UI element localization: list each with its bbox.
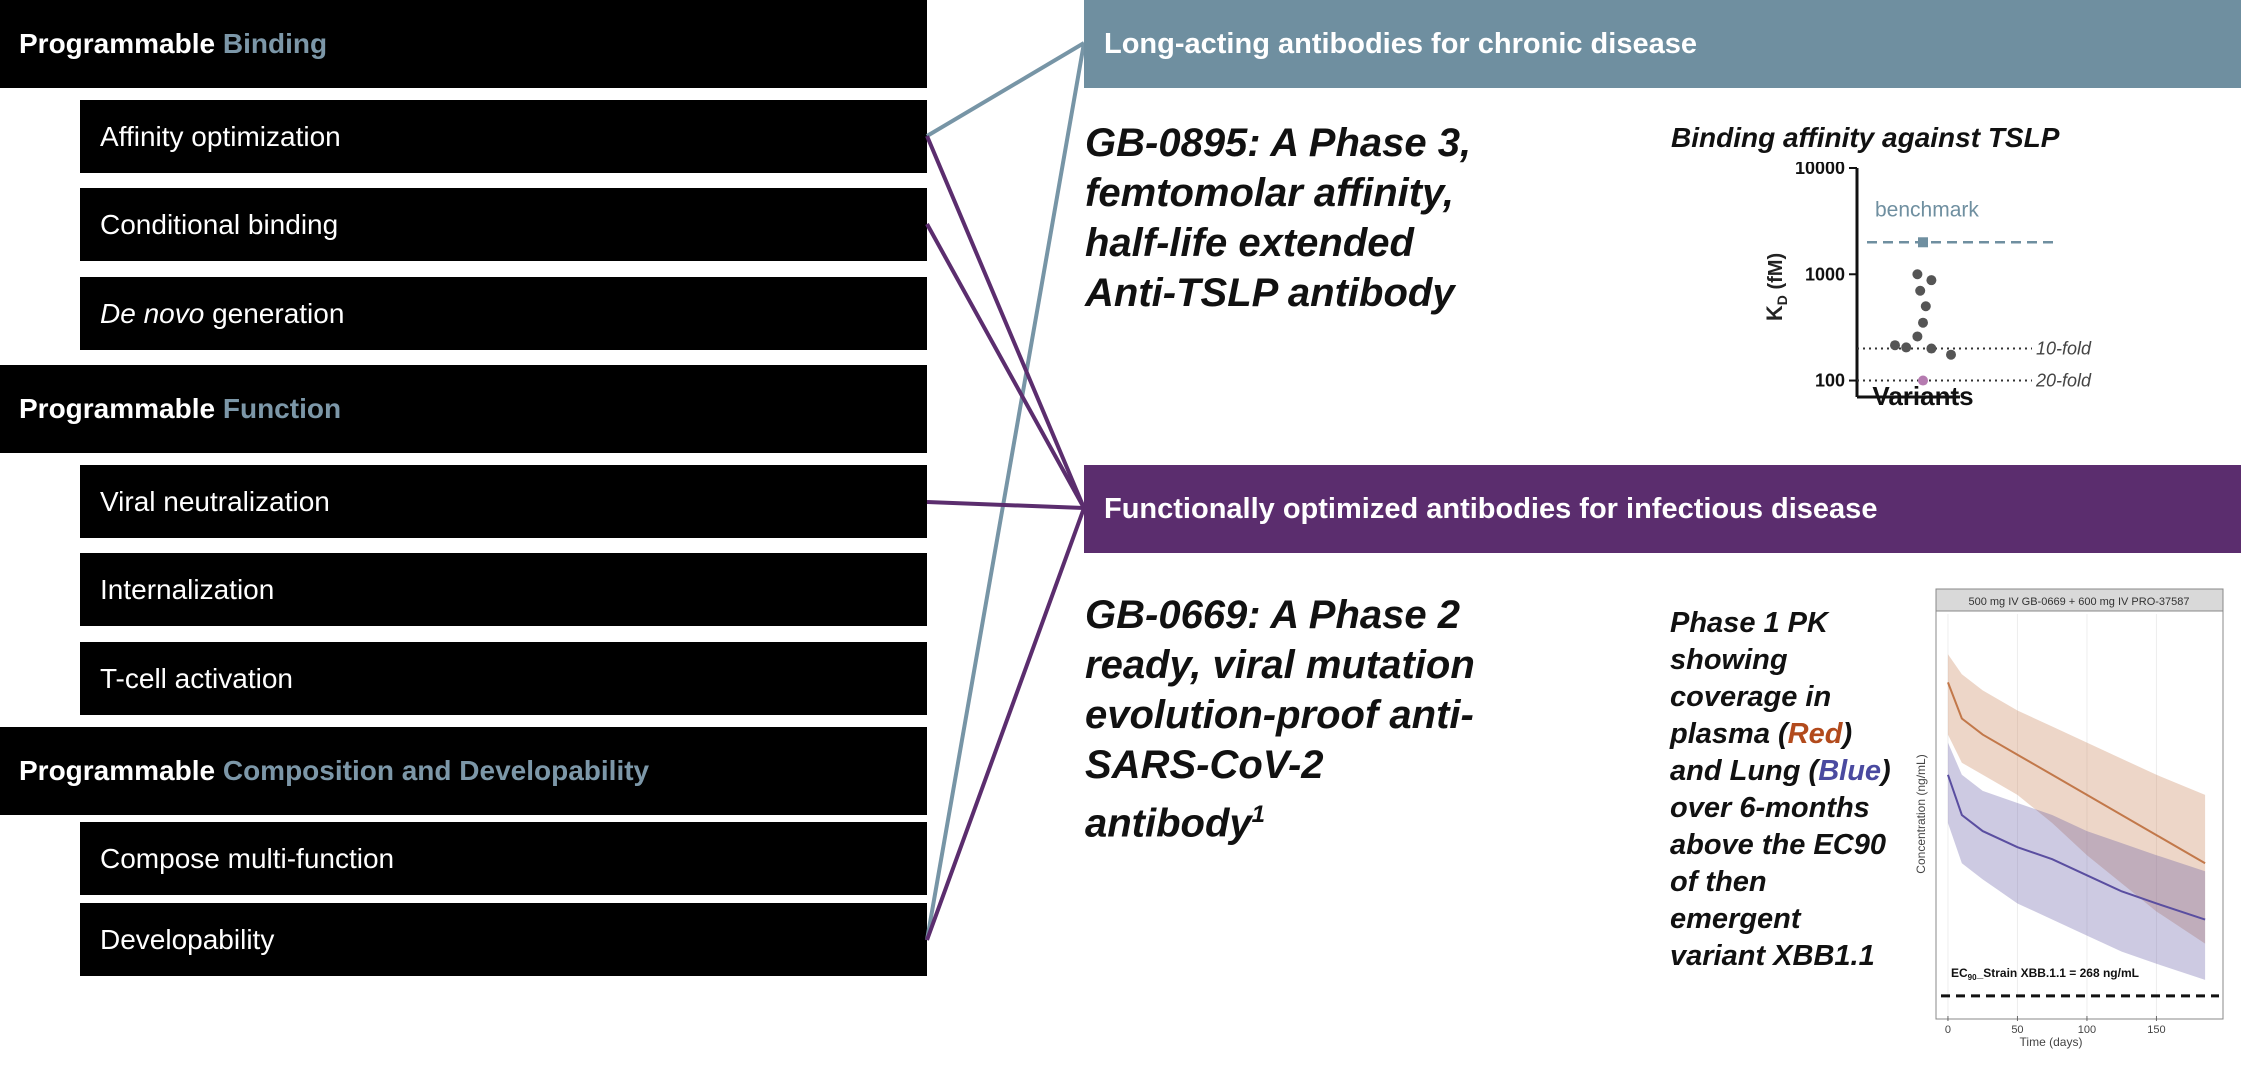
- tslp-data-point: [1918, 317, 1928, 328]
- item-label: generation: [212, 297, 345, 329]
- pk-line: of then: [1670, 866, 1767, 898]
- pk-ylabel: Concentration (ng/mL): [1914, 754, 1928, 873]
- pk-x-tick-label: 150: [2147, 1024, 2165, 1036]
- tslp-data-point: [1915, 285, 1926, 296]
- item-compose-multi-function: Compose multi-function: [80, 822, 927, 895]
- connector-developability-to-infectious: [925, 507, 1086, 941]
- tslp-benchmark-label: benchmark: [1875, 198, 1979, 221]
- tslp-reference-label: 10-fold: [2036, 339, 2092, 359]
- pk-x-tick-label: 100: [2078, 1024, 2096, 1036]
- section-accent: Function: [222, 393, 342, 424]
- item-label: Conditional binding: [100, 208, 339, 240]
- pk-confidence-band: [1947, 742, 2206, 980]
- item-developability: Developability: [80, 903, 927, 976]
- pk-line: variant XBB1.1: [1670, 940, 1875, 972]
- item-t-cell-activation: T-cell activation: [80, 642, 927, 715]
- pk-confidence-band: [1947, 654, 2206, 944]
- pk-blue-word: Blue: [1818, 755, 1882, 787]
- pk-line: Phase 1 PK: [1670, 607, 1828, 639]
- section-prefix: Programmable: [19, 393, 216, 424]
- item-label: Internalization: [100, 573, 275, 605]
- footnote-marker: 1: [1251, 801, 1266, 828]
- tslp-data-point: [1901, 342, 1912, 353]
- item-label: Viral neutralization: [100, 485, 330, 517]
- pk-line: coverage in: [1670, 681, 1832, 713]
- pk-line: emergent: [1670, 903, 1801, 935]
- pk-series-line: [1947, 774, 2206, 921]
- pk-line: showing: [1670, 644, 1788, 676]
- section-header-function: Programmable Function: [0, 365, 927, 453]
- item-label: T-cell activation: [100, 662, 293, 694]
- tslp-y-tick-label: 10000: [1795, 162, 1845, 178]
- pk-chart: 500 mg IV GB-0669 + 600 mg IV PRO-37587 …: [1914, 588, 2224, 1049]
- infectious-title: GB-0669: A Phase 2 ready, viral mutation…: [1085, 590, 1475, 848]
- section-header-composition: Programmable Composition and Developabil…: [0, 727, 927, 815]
- connector-conditional-to-infectious: [925, 223, 1086, 509]
- pk-line: and Lung (Blue): [1670, 755, 1891, 787]
- section-header-binding: Programmable Binding: [0, 0, 927, 88]
- tslp-data-point: [1926, 275, 1937, 286]
- title-line: antibody1: [1085, 801, 1266, 846]
- title-line: ready, viral mutation: [1085, 643, 1475, 687]
- section-accent: Binding: [222, 28, 328, 59]
- pk-line: above the EC90: [1670, 829, 1886, 861]
- item-label: Developability: [100, 923, 275, 955]
- item-viral-neutralization: Viral neutralization: [80, 465, 927, 538]
- title-line: half-life extended: [1085, 221, 1414, 265]
- tslp-data-point: [1946, 349, 1956, 360]
- title-line: SARS-CoV-2: [1085, 743, 1324, 787]
- pk-description: Phase 1 PK showing coverage in plasma (R…: [1670, 605, 1891, 975]
- tslp-data-point: [1926, 343, 1937, 354]
- connector-developability-to-chronic: [925, 42, 1086, 941]
- connector-affinity-to-infectious: [925, 135, 1086, 509]
- tslp-chart-title: Binding affinity against TSLP: [1671, 122, 2060, 153]
- pk-panel-title: 500 mg IV GB-0669 + 600 mg IV PRO-37587: [1968, 596, 2189, 608]
- pk-line: plasma (Red): [1670, 718, 1853, 750]
- section-prefix: Programmable: [19, 28, 216, 59]
- section-prefix: Programmable: [19, 755, 216, 786]
- title-line: Anti-TSLP antibody: [1085, 271, 1455, 315]
- tslp-binding-chart: KD (fM) 100 1000 10000 benchmark 10-fold 20-f…: [1762, 162, 2092, 411]
- item-label: Compose multi-function: [100, 842, 395, 874]
- pk-red-word: Red: [1787, 718, 1843, 750]
- panel-header-infectious: Functionally optimized antibodies for in…: [1084, 465, 2241, 553]
- tslp-data-point: [1912, 331, 1923, 342]
- title-line: GB-0669: A Phase 2: [1085, 593, 1460, 637]
- panel-header-text: Long-acting antibodies for chronic disea…: [1104, 27, 1697, 60]
- title-line: femtomolar affinity,: [1085, 171, 1454, 215]
- tslp-y-tick-label: 100: [1815, 371, 1845, 391]
- item-conditional-binding: Conditional binding: [80, 188, 927, 261]
- panel-header-chronic: Long-acting antibodies for chronic disea…: [1084, 0, 2241, 88]
- tslp-xlabel: Variants: [1872, 381, 1973, 411]
- tslp-data-point: [1918, 375, 1928, 386]
- item-label-italic: De novo: [100, 297, 205, 329]
- tslp-data-point: [1890, 340, 1900, 351]
- item-internalization: Internalization: [80, 553, 927, 626]
- tslp-ylabel: KD (fM): [1762, 253, 1790, 321]
- tslp-benchmark-marker: [1918, 237, 1928, 248]
- connector-viral-to-infectious: [926, 500, 1085, 510]
- title-line: GB-0895: A Phase 3,: [1085, 121, 1472, 165]
- item-de-novo-generation: De novo generation: [80, 277, 927, 350]
- pk-line: over 6-months: [1670, 792, 1870, 824]
- title-line: evolution-proof anti-: [1085, 693, 1474, 737]
- section-accent: Composition and Developability: [222, 755, 650, 786]
- pk-threshold-label: EC90_Strain XBB.1.1 = 268 ng/mL: [1951, 966, 2139, 982]
- connector-affinity-to-chronic: [925, 41, 1086, 138]
- item-label: Affinity optimization: [100, 120, 341, 152]
- tslp-reference-label: 20-fold: [2035, 371, 2092, 391]
- panel-header-text: Functionally optimized antibodies for in…: [1104, 492, 1878, 525]
- item-affinity-optimization: Affinity optimization: [80, 100, 927, 173]
- tslp-data-point: [1920, 301, 1931, 312]
- tslp-data-point: [1912, 269, 1923, 280]
- pk-x-tick-label: 0: [1945, 1024, 1951, 1036]
- chronic-title: GB-0895: A Phase 3, femtomolar affinity,…: [1085, 118, 1471, 318]
- pk-x-tick-label: 50: [2011, 1024, 2023, 1036]
- tslp-y-tick-label: 1000: [1805, 264, 1845, 284]
- pk-xlabel: Time (days): [2020, 1035, 2083, 1049]
- pk-series-line: [1947, 681, 2206, 865]
